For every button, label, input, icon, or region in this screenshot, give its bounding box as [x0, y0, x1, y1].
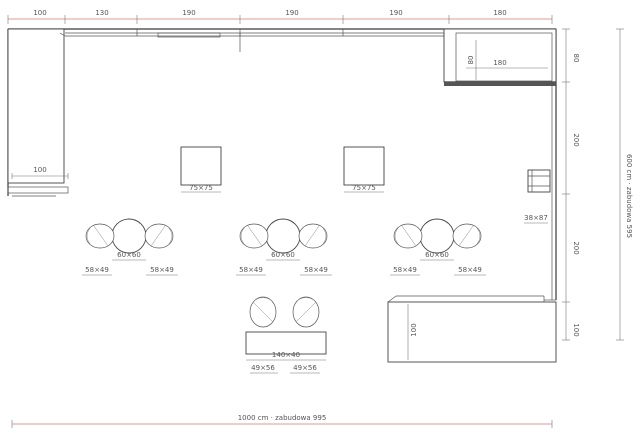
- bottom-dimension-line: 1000 cm · zabudowa 995: [11, 414, 553, 428]
- table-dim: 60×60: [117, 251, 141, 259]
- bottom-right-counter: 100: [387, 295, 557, 363]
- bottom-counter-dim: 100: [410, 323, 418, 336]
- column-right-dim: 75×75: [352, 184, 376, 192]
- right-dim-2: 200: [572, 133, 580, 146]
- chair-left-dim: 58×49: [393, 266, 417, 274]
- chair-right-dim: 58×49: [304, 266, 328, 274]
- chair-right-dim: 58×49: [458, 266, 482, 274]
- column-left: 75×75: [180, 146, 222, 193]
- round-table: [265, 218, 301, 254]
- bench-dim: 140×40: [272, 351, 300, 359]
- chair-left-dim: 58×49: [239, 266, 263, 274]
- bottom-total-dim: 1000 cm · zabudowa 995: [238, 414, 327, 422]
- chair-left: [393, 223, 423, 249]
- bench-group: 140×40 49×56 49×56: [245, 296, 327, 374]
- wall-shelf-dim: 38×87: [524, 214, 548, 222]
- top-right-counter: 180 80: [443, 28, 557, 86]
- chair-right: [298, 223, 328, 249]
- wall-shelf: 38×87: [524, 169, 551, 224]
- table-dim: 60×60: [425, 251, 449, 259]
- chair-right: [452, 223, 482, 249]
- top-dimension-line: 100 130 190 190 190 180: [7, 9, 553, 24]
- chair-left-dim: 58×49: [85, 266, 109, 274]
- right-dim-3: 200: [572, 241, 580, 254]
- table-dim: 60×60: [271, 251, 295, 259]
- top-dim-3: 190: [182, 9, 195, 17]
- bench-chair-left-dim: 49×56: [251, 364, 275, 372]
- top-dim-1: 100: [33, 9, 46, 17]
- column-left-dim: 75×75: [189, 184, 213, 192]
- table-group-3: 60×60 58×49 58×49: [390, 218, 486, 276]
- round-table: [111, 218, 147, 254]
- right-total-dim: 600 cm · zabudowa 595: [625, 154, 633, 238]
- bench-chair-right-dim: 49×56: [293, 364, 317, 372]
- top-right-counter-depth: 80: [467, 56, 475, 65]
- right-dim-4: 100: [572, 323, 580, 336]
- right-dimension-line: 80 200 200 100 600 cm · zabudowa 595: [562, 28, 633, 341]
- top-dim-6: 180: [493, 9, 506, 17]
- left-bar-counter: 100: [7, 28, 69, 197]
- chair-left: [249, 296, 277, 328]
- chair-left: [239, 223, 269, 249]
- top-dim-4: 190: [285, 9, 298, 17]
- round-table: [419, 218, 455, 254]
- right-dim-1: 80: [572, 54, 580, 63]
- top-dim-2: 130: [95, 9, 108, 17]
- bench: [245, 331, 327, 355]
- column-right: 75×75: [343, 146, 385, 193]
- top-right-counter-width: 180: [493, 59, 506, 67]
- chair-right: [292, 296, 320, 328]
- left-bar-dim: 100: [33, 166, 46, 174]
- table-group-1: 60×60 58×49 58×49: [82, 218, 178, 276]
- chair-right-dim: 58×49: [150, 266, 174, 274]
- top-wall-fixture: [157, 32, 241, 52]
- table-group-2: 60×60 58×49 58×49: [236, 218, 332, 276]
- chair-right: [144, 223, 174, 249]
- top-dim-5: 190: [389, 9, 402, 17]
- chair-left: [85, 223, 115, 249]
- counter-edge: [444, 82, 556, 86]
